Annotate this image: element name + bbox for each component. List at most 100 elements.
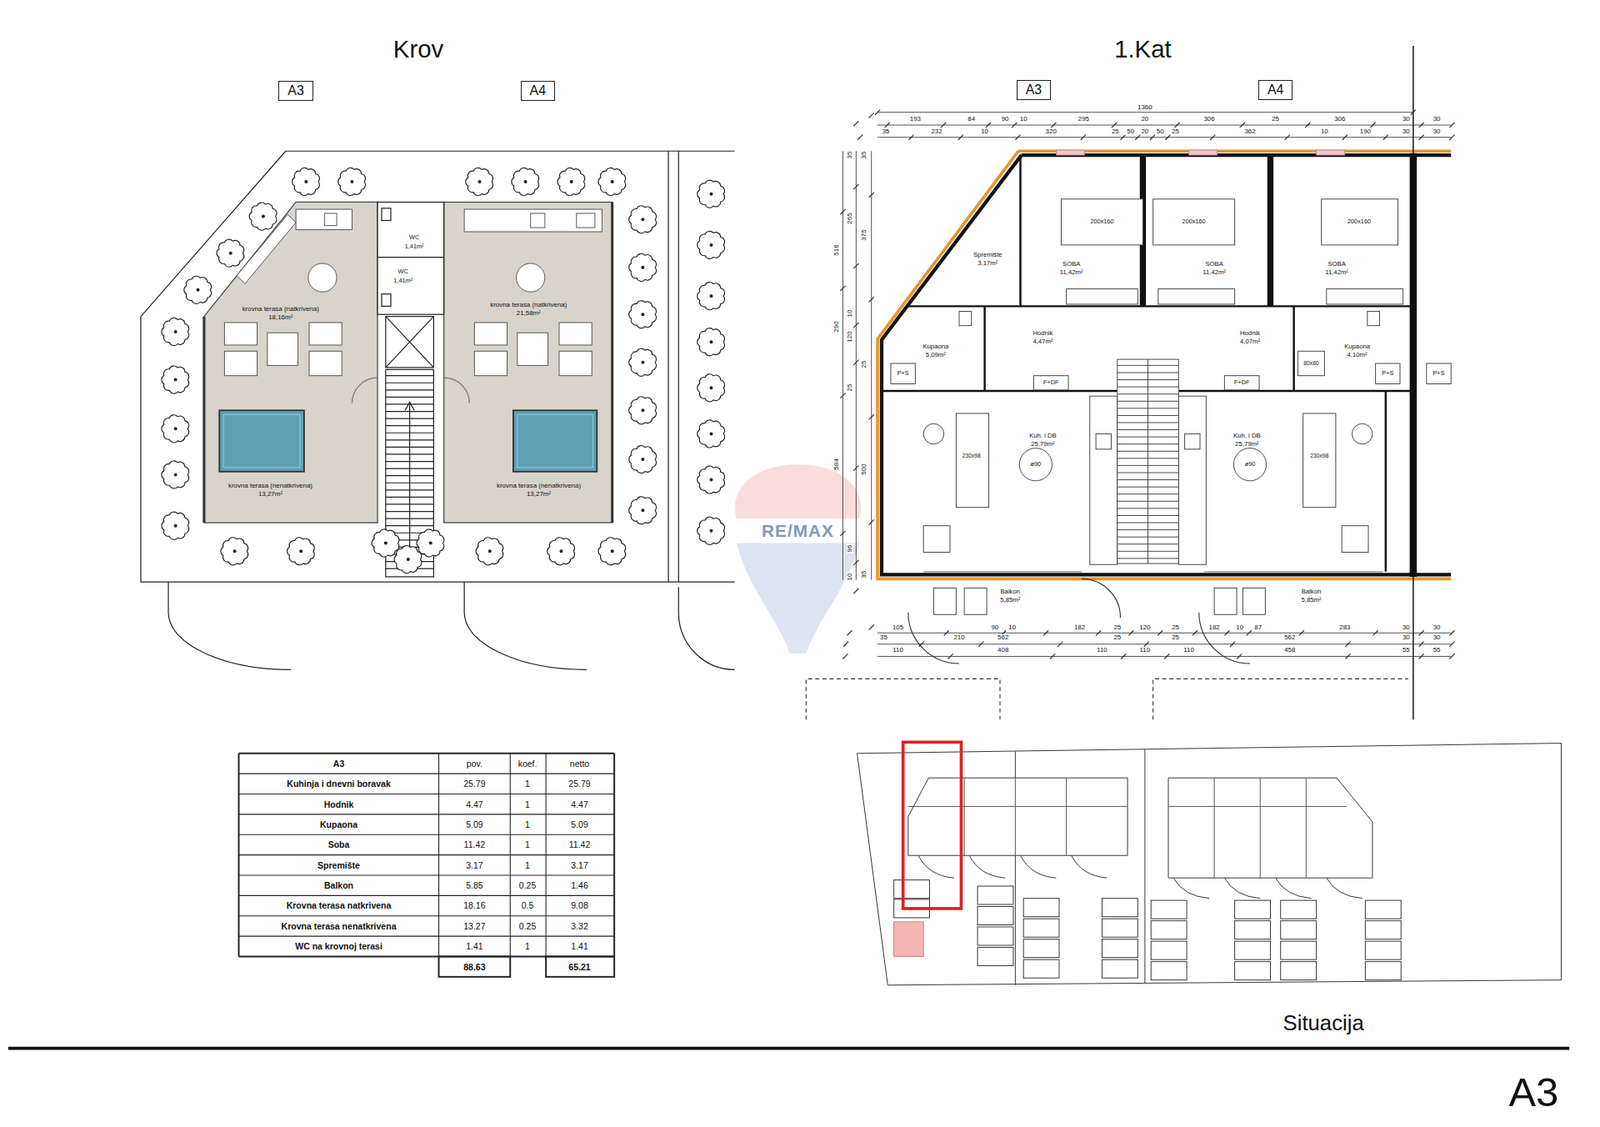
site-plan bbox=[1365, 920, 1401, 940]
room-label: 230x98 bbox=[1309, 453, 1330, 460]
floor-furniture bbox=[1426, 363, 1451, 384]
site-plan bbox=[977, 905, 1014, 925]
room-label: F+DF bbox=[1233, 380, 1251, 386]
stair-core bbox=[385, 375, 435, 376]
table-cell: 25.79 bbox=[462, 779, 486, 789]
area-label: 21,58m² bbox=[515, 310, 542, 317]
table-cell: 1 bbox=[524, 820, 531, 830]
dimension: 30 bbox=[1401, 624, 1411, 631]
tree-symbol bbox=[524, 180, 527, 184]
tree-symbol bbox=[465, 167, 494, 195]
site-plan bbox=[1235, 940, 1271, 960]
room-label: 4,47m² bbox=[1031, 338, 1054, 345]
dimension: 35 bbox=[860, 570, 868, 580]
dimension-line bbox=[1419, 641, 1425, 647]
terrace-furniture bbox=[474, 350, 507, 375]
table-grid bbox=[238, 753, 240, 957]
tree-symbol bbox=[229, 251, 232, 255]
dimension-line bbox=[840, 392, 845, 398]
table-cell: Soba bbox=[327, 840, 351, 850]
dimension-line bbox=[1246, 630, 1252, 635]
dimension: 25 bbox=[1110, 128, 1120, 135]
dimension: 25 bbox=[1270, 115, 1280, 123]
tree-symbol bbox=[598, 537, 626, 565]
room-label: ø90 bbox=[1030, 460, 1043, 467]
floor-furniture bbox=[959, 311, 972, 326]
table-grid bbox=[239, 854, 615, 855]
room-label: Balkon bbox=[1300, 588, 1323, 595]
stair-core bbox=[377, 256, 445, 258]
sheet-rule bbox=[8, 1046, 1570, 1050]
roof-outline bbox=[140, 150, 735, 670]
dimension-line bbox=[1135, 135, 1140, 140]
dimension: 295 bbox=[1077, 115, 1090, 123]
site-plan bbox=[1150, 920, 1187, 940]
tree-symbol bbox=[697, 328, 725, 356]
floor-furniture bbox=[1214, 587, 1237, 615]
dimension-line bbox=[1157, 630, 1163, 635]
site-plan bbox=[908, 777, 1128, 855]
site-plan bbox=[1280, 961, 1317, 980]
plan-heading: Krov bbox=[392, 36, 445, 61]
tree-symbol bbox=[641, 458, 645, 461]
tree-symbol bbox=[710, 432, 713, 435]
dimension: 105 bbox=[891, 624, 905, 631]
tree-symbol bbox=[697, 374, 725, 402]
tree-symbol bbox=[610, 550, 614, 553]
unit-tag: A3 bbox=[278, 80, 313, 101]
floor-plan-walls bbox=[881, 155, 1414, 572]
dimension-line bbox=[869, 519, 875, 525]
dimension: 10 bbox=[1235, 624, 1245, 631]
table-cell: pov. bbox=[465, 759, 484, 769]
door-swing bbox=[908, 578, 1250, 664]
dimension-line bbox=[1050, 653, 1055, 659]
room-label: P+S bbox=[896, 370, 910, 376]
dimension-line bbox=[948, 653, 954, 659]
tree-symbol bbox=[710, 478, 713, 481]
dimension-line bbox=[944, 630, 950, 635]
dimension-line bbox=[1449, 630, 1455, 635]
table-cell: 18.16 bbox=[462, 900, 486, 910]
dimension: 90 bbox=[990, 624, 1000, 631]
stair-core bbox=[351, 377, 470, 404]
tree-symbol bbox=[161, 511, 190, 540]
dimension: 375 bbox=[860, 228, 868, 241]
tree-symbol bbox=[697, 282, 725, 310]
tree-symbol bbox=[710, 243, 713, 246]
dimension-line bbox=[869, 192, 875, 198]
dimension: 10 bbox=[846, 308, 854, 318]
tree-symbol bbox=[161, 317, 190, 345]
plan-heading: 1.Kat bbox=[1113, 36, 1173, 61]
room-label: P+S bbox=[1431, 370, 1445, 376]
dimension-line bbox=[1240, 122, 1245, 128]
floor-furniture bbox=[1060, 199, 1143, 245]
floor-furniture bbox=[1033, 375, 1069, 390]
room-label: 11,42m² bbox=[1059, 269, 1085, 276]
site-plan bbox=[1168, 777, 1347, 878]
dimension: 306 bbox=[1202, 115, 1215, 123]
table-cell: 0.25 bbox=[518, 880, 537, 890]
dimension-line bbox=[908, 135, 914, 140]
table-cell: 1 bbox=[524, 840, 531, 850]
watermark-balloon bbox=[736, 543, 860, 654]
dimension: 182 bbox=[1073, 624, 1086, 631]
room-label: Hodnik bbox=[1031, 330, 1054, 338]
room-label: 200x160 bbox=[1181, 218, 1207, 225]
table-cell: 1 bbox=[524, 779, 531, 789]
table-cell: Kuhinja i dnevni boravak bbox=[285, 779, 391, 789]
floor-furniture bbox=[1019, 448, 1052, 481]
dimension-line bbox=[1043, 630, 1049, 635]
table-grid bbox=[239, 895, 615, 896]
dimension-line bbox=[1449, 122, 1455, 128]
table-grid bbox=[239, 753, 615, 977]
dimension: 35 bbox=[879, 634, 889, 641]
dimension-line bbox=[877, 112, 1451, 138]
dimension-line bbox=[1342, 135, 1348, 140]
table-cell: 1 bbox=[524, 860, 531, 870]
site-plan bbox=[1235, 961, 1271, 980]
tree-symbol bbox=[697, 180, 725, 208]
table-cell: Kupaona bbox=[319, 820, 359, 830]
dimension-line bbox=[1095, 630, 1101, 635]
terrace-furniture bbox=[474, 322, 507, 345]
dimension-line bbox=[1299, 630, 1305, 635]
